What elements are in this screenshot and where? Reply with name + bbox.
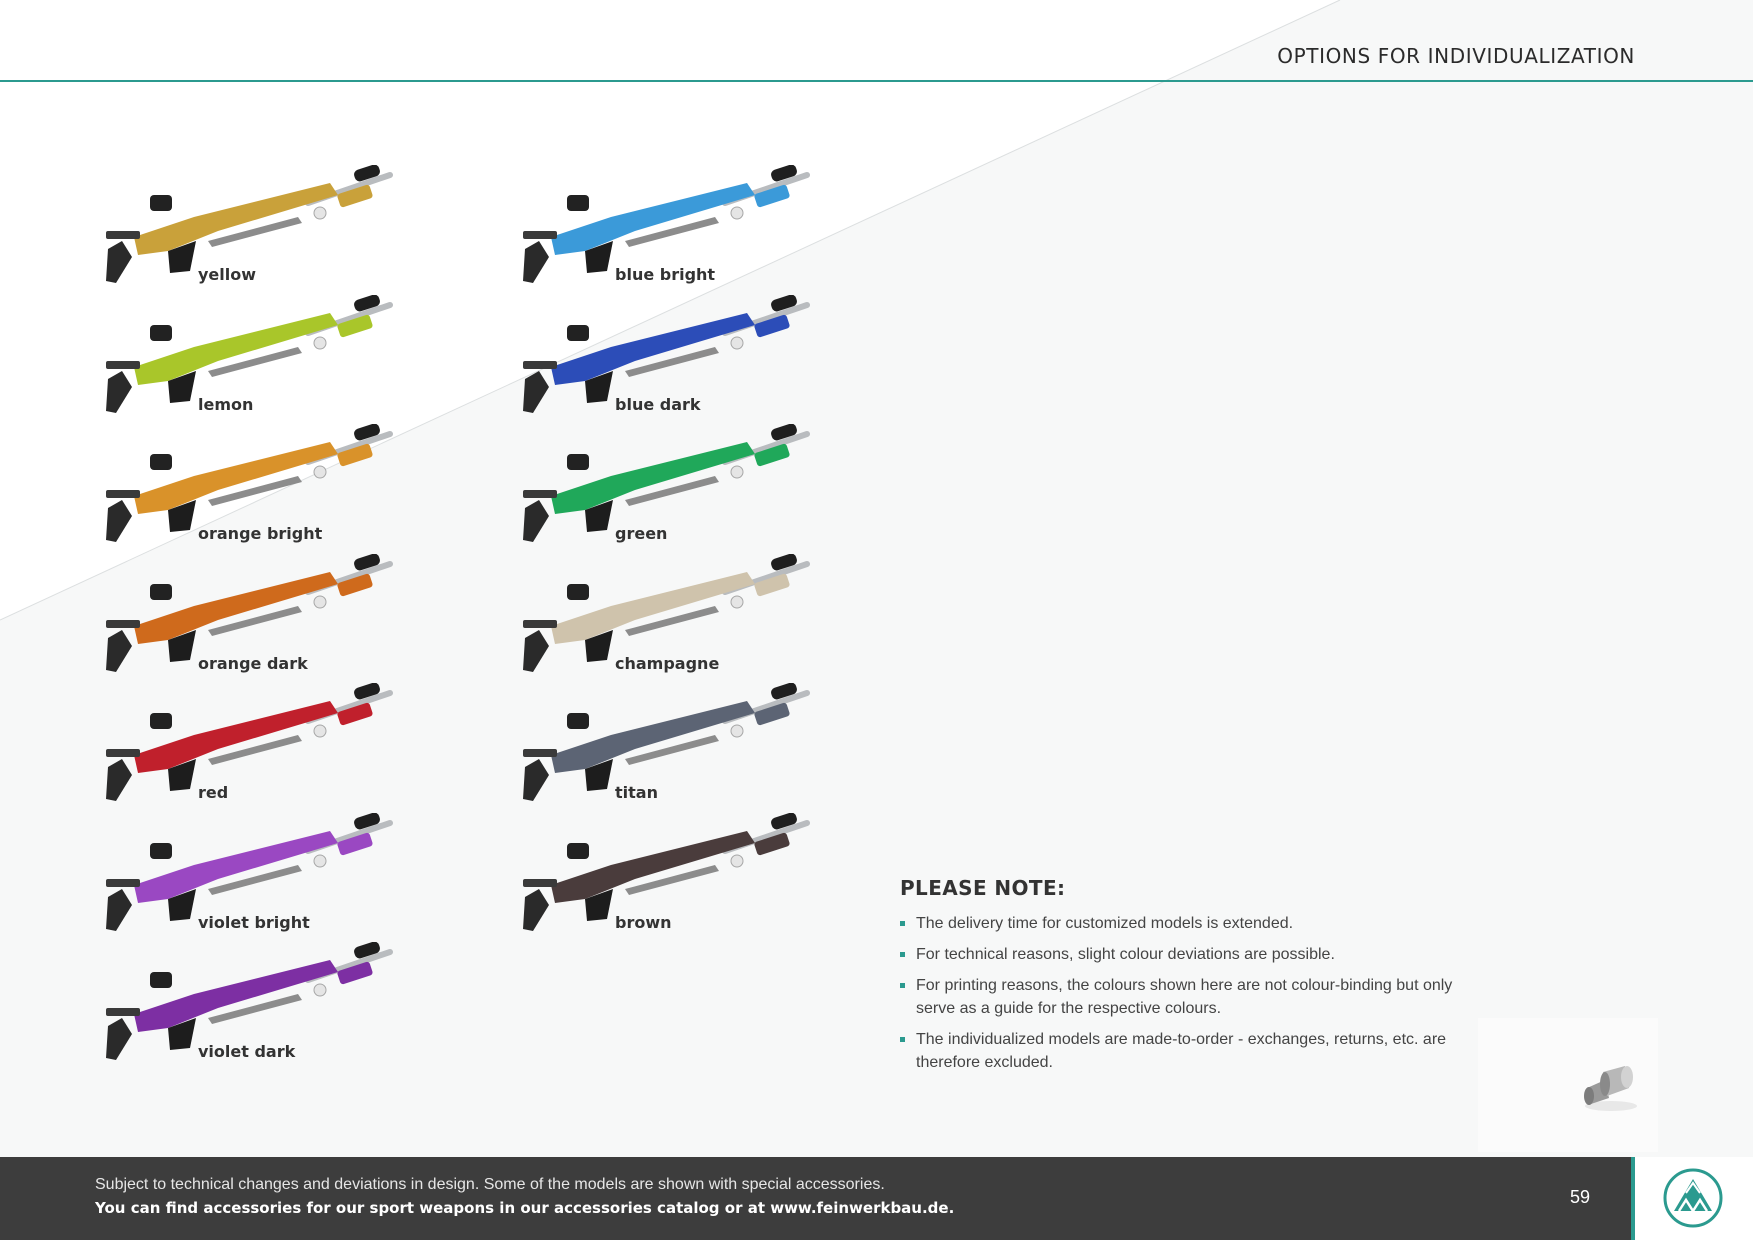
rifle-image (106, 295, 393, 413)
swatch-label: champagne (615, 654, 720, 673)
swatch-label: lemon (198, 395, 254, 414)
swatch-label: brown (615, 913, 672, 932)
footer-disclaimer: Subject to technical changes and deviati… (95, 1176, 885, 1193)
colour-swatch: yellow (98, 165, 398, 293)
rifle-image (523, 683, 810, 801)
colour-swatch: orange dark (98, 554, 398, 682)
swatch-label: violet dark (198, 1042, 296, 1061)
page-title: OPTIONS FOR INDIVIDUALIZATION (1277, 44, 1635, 68)
swatch-label: red (198, 783, 229, 802)
rifle-image (523, 295, 810, 413)
colour-swatch: violet bright (98, 813, 398, 941)
swatch-label: violet bright (198, 913, 310, 932)
page-number: 59 (1569, 1187, 1591, 1207)
colour-swatch: violet dark (98, 942, 398, 1070)
please-note-section: PLEASE NOTE: The delivery time for custo… (900, 876, 1460, 1082)
footer-accessories-note: You can find accessories for our sport w… (95, 1199, 955, 1217)
note-item-text: For technical reasons, slight colour dev… (916, 946, 1335, 963)
pellet-image (1478, 1018, 1658, 1152)
colour-swatch: brown (515, 813, 815, 941)
rifle-image (523, 424, 810, 542)
note-heading: PLEASE NOTE: (900, 876, 1066, 900)
note-item-text: The delivery time for customized models … (916, 915, 1294, 932)
header-divider (0, 80, 1753, 82)
rifle-image (523, 165, 810, 283)
colour-swatch: champagne (515, 554, 815, 682)
note-item: For technical reasons, slight colour dev… (900, 943, 1460, 966)
swatch-label: orange bright (198, 524, 323, 543)
note-item-text: The individualized models are made-to-or… (916, 1031, 1447, 1071)
pellet-icon (1584, 1066, 1637, 1111)
note-list: The delivery time for customized models … (900, 912, 1460, 1074)
note-item-text: For printing reasons, the colours shown … (916, 977, 1453, 1017)
colour-swatch: lemon (98, 295, 398, 423)
note-item: The individualized models are made-to-or… (900, 1028, 1460, 1074)
rifle-image (523, 554, 810, 672)
colour-swatch: red (98, 683, 398, 811)
swatch-label: yellow (198, 265, 257, 284)
bullet-icon (900, 952, 905, 957)
colour-swatch: blue dark (515, 295, 815, 423)
footer-accent-bar (1631, 1157, 1635, 1240)
bullet-icon (900, 921, 905, 926)
brand-logo-icon (1663, 1168, 1723, 1228)
rifle-image (106, 554, 393, 672)
bullet-icon (900, 983, 905, 988)
note-item: For printing reasons, the colours shown … (900, 974, 1460, 1020)
rifle-image (106, 165, 393, 283)
page-footer: Subject to technical changes and deviati… (0, 1157, 1631, 1240)
rifle-image (106, 942, 393, 1060)
swatch-label: titan (615, 783, 658, 802)
rifle-image (523, 813, 810, 931)
note-item: The delivery time for customized models … (900, 912, 1460, 935)
swatch-label: green (615, 524, 668, 543)
swatch-label: blue bright (615, 265, 716, 284)
colour-swatch: titan (515, 683, 815, 811)
colour-swatch: blue bright (515, 165, 815, 293)
rifle-image (106, 683, 393, 801)
rifle-image (106, 813, 393, 931)
swatch-label: blue dark (615, 395, 701, 414)
colour-swatch: orange bright (98, 424, 398, 552)
swatch-label: orange dark (198, 654, 308, 673)
rifle-image (106, 424, 393, 542)
bullet-icon (900, 1037, 905, 1042)
colour-swatch: green (515, 424, 815, 552)
